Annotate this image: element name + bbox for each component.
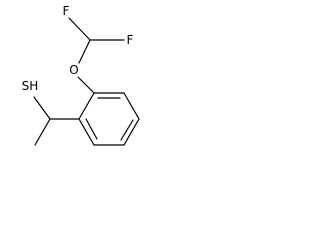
ring-double-bond-3 [85, 118, 98, 140]
fluorine-right-label: F [127, 33, 134, 47]
ring-bond-3 [123, 118, 140, 146]
oxygen-label: O [69, 63, 78, 77]
ring-bond-2 [123, 92, 140, 120]
thiol-label: SH [22, 79, 39, 93]
chemical-structure: F F O SH [22, 4, 140, 146]
fluorine-top-label: F [63, 4, 70, 18]
bond-c-o [78, 39, 91, 64]
bond-ch-sh [33, 96, 51, 120]
ring-bond-6 [78, 92, 95, 120]
bond-o-ring [77, 76, 95, 94]
bond-ch-methyl [34, 118, 51, 146]
ring-double-bond-2 [120, 119, 134, 141]
ring-bond-5 [78, 118, 95, 146]
bond-cf-top [68, 17, 91, 41]
